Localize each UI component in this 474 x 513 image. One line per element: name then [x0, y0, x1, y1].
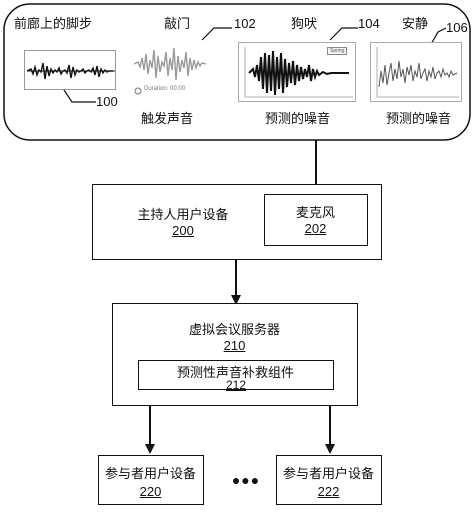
waveform-footsteps-graphic: [25, 51, 115, 89]
leader-106: [429, 27, 447, 47]
waveform-dog: Spring: [238, 42, 356, 102]
host-user-device-label: 主持人用户设备: [137, 207, 229, 222]
waveform-knock: Duration: 00:00: [132, 40, 212, 98]
predictive-sound-remediation-component-ref: 212: [225, 378, 247, 392]
ref-106: 106: [446, 20, 468, 35]
label-footsteps: 前廊上的脚步: [14, 16, 93, 31]
participant-user-device-222-box: 参与者用户设备 222: [276, 455, 382, 505]
microphone-label: 麦克风: [295, 205, 335, 220]
predictive-sound-remediation-component-box: 预测性声音补救组件: [138, 360, 334, 390]
ref-104: 104: [358, 16, 380, 31]
ref-102: 102: [234, 16, 256, 31]
virtual-meeting-server-ref: 210: [223, 338, 246, 353]
label-predicted-noise-2: 预测的噪音: [386, 111, 452, 126]
ellipsis-more-devices: ●●●: [231, 472, 261, 488]
label-knock: 敲门: [164, 16, 191, 31]
participant-user-device-222-label: 参与者用户设备: [282, 466, 374, 481]
waveform-knock-graphic: [133, 47, 207, 95]
predictive-sound-remediation-component-label: 预测性声音补救组件: [176, 365, 294, 380]
leader-104: [329, 27, 358, 41]
participant-user-device-222-ref: 222: [317, 484, 340, 499]
virtual-meeting-server-label: 虚拟会议服务器: [188, 322, 280, 337]
dog-legend: Spring: [327, 47, 348, 55]
label-quiet: 安静: [402, 16, 429, 31]
waveform-dog-graphic: [244, 47, 353, 98]
waveform-quiet: [370, 42, 462, 102]
label-trigger-sound: 触发声音: [141, 111, 194, 126]
waveform-footsteps: [24, 50, 116, 90]
leader-100: [63, 89, 96, 103]
leader-102: [201, 27, 232, 41]
waveform-quiet-graphic: [376, 47, 459, 98]
participant-user-device-220-ref: 220: [139, 484, 162, 499]
participant-user-device-220-box: 参与者用户设备 220: [98, 455, 204, 505]
ref-100: 100: [96, 94, 118, 109]
microphone-box: 麦克风 202: [264, 194, 368, 246]
top-panel-border: [3, 3, 471, 141]
knock-caption: Duration: 00:00: [144, 86, 186, 92]
participant-user-device-220-label: 参与者用户设备: [104, 466, 196, 481]
label-predicted-noise-1: 预测的噪音: [265, 111, 331, 126]
microphone-ref: 202: [304, 221, 327, 236]
host-user-device-ref: 200: [172, 223, 194, 238]
label-dog: 狗吠: [291, 16, 318, 31]
